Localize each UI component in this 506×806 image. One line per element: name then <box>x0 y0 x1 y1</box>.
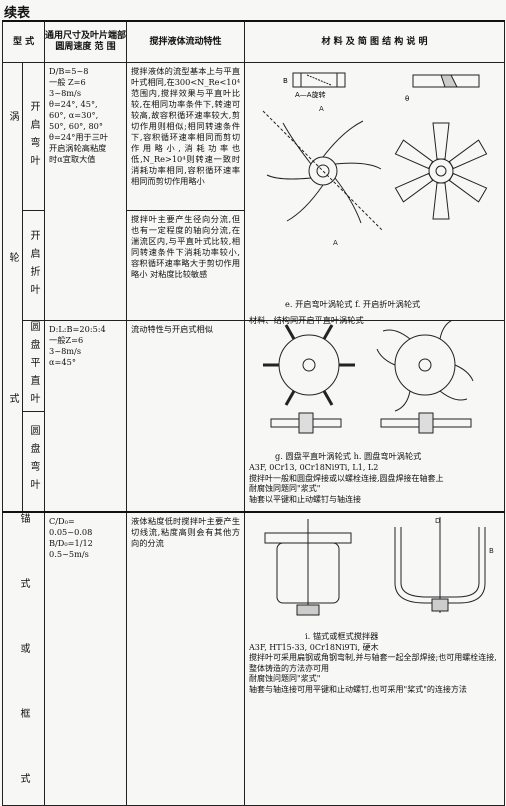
anchor-group-label: 锚 式 或 框 式 <box>18 512 29 805</box>
disc-curved-label: 圆盘弯叶 <box>28 425 39 498</box>
diagram-i-cell: D B i. 锚式或框式搅拌器 A3F, HT15-33, 0Cr18Ni9Ti… <box>244 511 506 806</box>
note-i-1: 搅拌叶可采用扁钢或角钢弯制,并与轴套一起全部焊接;也可用螺栓连接,整体铸造的方法… <box>249 653 497 673</box>
note-gh-1: 搅拌叶一般和圆盘焊接或以螺栓连接,圆盘焊接在轴套上 <box>249 473 444 483</box>
caption-gh: g. 圆盘平直叶涡轮式 h. 圆盘弯叶涡轮式 <box>275 451 422 461</box>
header-material: 材 料 及 简 图 结 构 说 明 <box>244 20 506 63</box>
open-curved-label: 开启弯叶 <box>28 100 39 173</box>
turbine-disc-diagram <box>263 321 474 434</box>
header-flow: 搅拌液体流动特性 <box>126 20 246 63</box>
flow-disc: 流动特性与开启式相似 <box>126 320 246 512</box>
anchor-diagram: D B <box>264 516 494 615</box>
turbine-group-cell: 涡 轮 式 <box>2 62 23 512</box>
anchor-group-cell: 锚 式 或 框 式 <box>1 511 46 806</box>
svg-text:θ: θ <box>405 95 409 103</box>
svg-text:A: A <box>333 239 338 247</box>
note-i-2: 耐腐蚀问题同"浆式" <box>249 674 321 683</box>
agitator-table: 型 式 通用尺寸及叶片端部圆周速度 范 围 搅拌液体流动特性 材 料 及 简 图… <box>1 20 506 806</box>
diagram-label-a: A—A旋转 <box>295 90 326 99</box>
header-type: 型 式 <box>1 20 46 63</box>
disc-curved-cell: 圆盘弯叶 <box>21 411 46 512</box>
svg-text:B: B <box>489 547 494 555</box>
flow-anchor: 液体粘度低时搅拌叶主要产生切线流,粘度高则会有其他方向的分流 <box>126 511 246 806</box>
note-gh-2: 耐腐蚀同题同"浆式" <box>249 484 321 493</box>
params-anchor: C/D₀= 0.05~0.08 B/D₀=1/12 0.5~5m/s <box>44 511 128 806</box>
disc-flat-cell: 圆盘平直叶 <box>21 320 46 412</box>
diagram-ef-cell: B A—A旋转 A A θ <box>244 62 506 325</box>
open-curved-cell: 开启弯叶 <box>21 62 46 211</box>
note-i-3: 轴套与轴连接可用平键和止动螺钉,也可采用"桨式"的连接方法 <box>249 684 467 694</box>
caption-i: i. 锚式或框式搅拌器 <box>305 630 379 641</box>
flow-open-folded: 搅拌叶主要产生径向分流,但也有一定程度的轴向分流,在湍流区内,与平直叶式比较,相… <box>126 210 246 321</box>
turbine-open-diagram: B A—A旋转 A A θ <box>262 72 488 247</box>
header-params: 通用尺寸及叶片端部圆周速度 范 围 <box>44 20 128 63</box>
diagram-gh-cell: g. 圆盘平直叶涡轮式 h. 圆盘弯叶涡轮式 A3F, 0Cr13, 0Cr18… <box>244 320 506 512</box>
continuation-label: 续表 <box>4 6 31 21</box>
svg-text:A: A <box>319 105 324 113</box>
open-folded-label: 开启折叶 <box>28 229 39 302</box>
open-folded-cell: 开启折叶 <box>21 210 46 321</box>
turbine-group-label: 涡 轮 式 <box>7 110 18 463</box>
disc-flat-label: 圆盘平直叶 <box>28 321 39 411</box>
caption-ef: e. 开启弯叶涡轮式 f. 开启折叶涡轮式 <box>285 299 421 309</box>
materials-gh: A3F, 0Cr13, 0Cr18Ni9Ti, L1, L2 <box>249 463 379 472</box>
params-disc: D:L:B=20:5:4 一般Z=6 3~8m/s α=45° <box>44 320 128 512</box>
note-gh-3: 轴套以平键和止动螺钉与轴连接 <box>249 494 362 504</box>
svg-text:B: B <box>283 77 288 85</box>
params-open: D/B=5~8 一般 Z=6 3~8m/s θ=24°, 45°, 60°, α… <box>44 62 128 321</box>
svg-text:D: D <box>435 517 440 525</box>
flow-open-curved: 搅拌液体的流型基本上与平直叶式相同,在300<N_Re<10⁴范围内,搅拌效果与… <box>126 62 246 211</box>
materials-i: A3F, HT15-33, 0Cr18Ni9Ti, 硬木 <box>249 642 379 652</box>
